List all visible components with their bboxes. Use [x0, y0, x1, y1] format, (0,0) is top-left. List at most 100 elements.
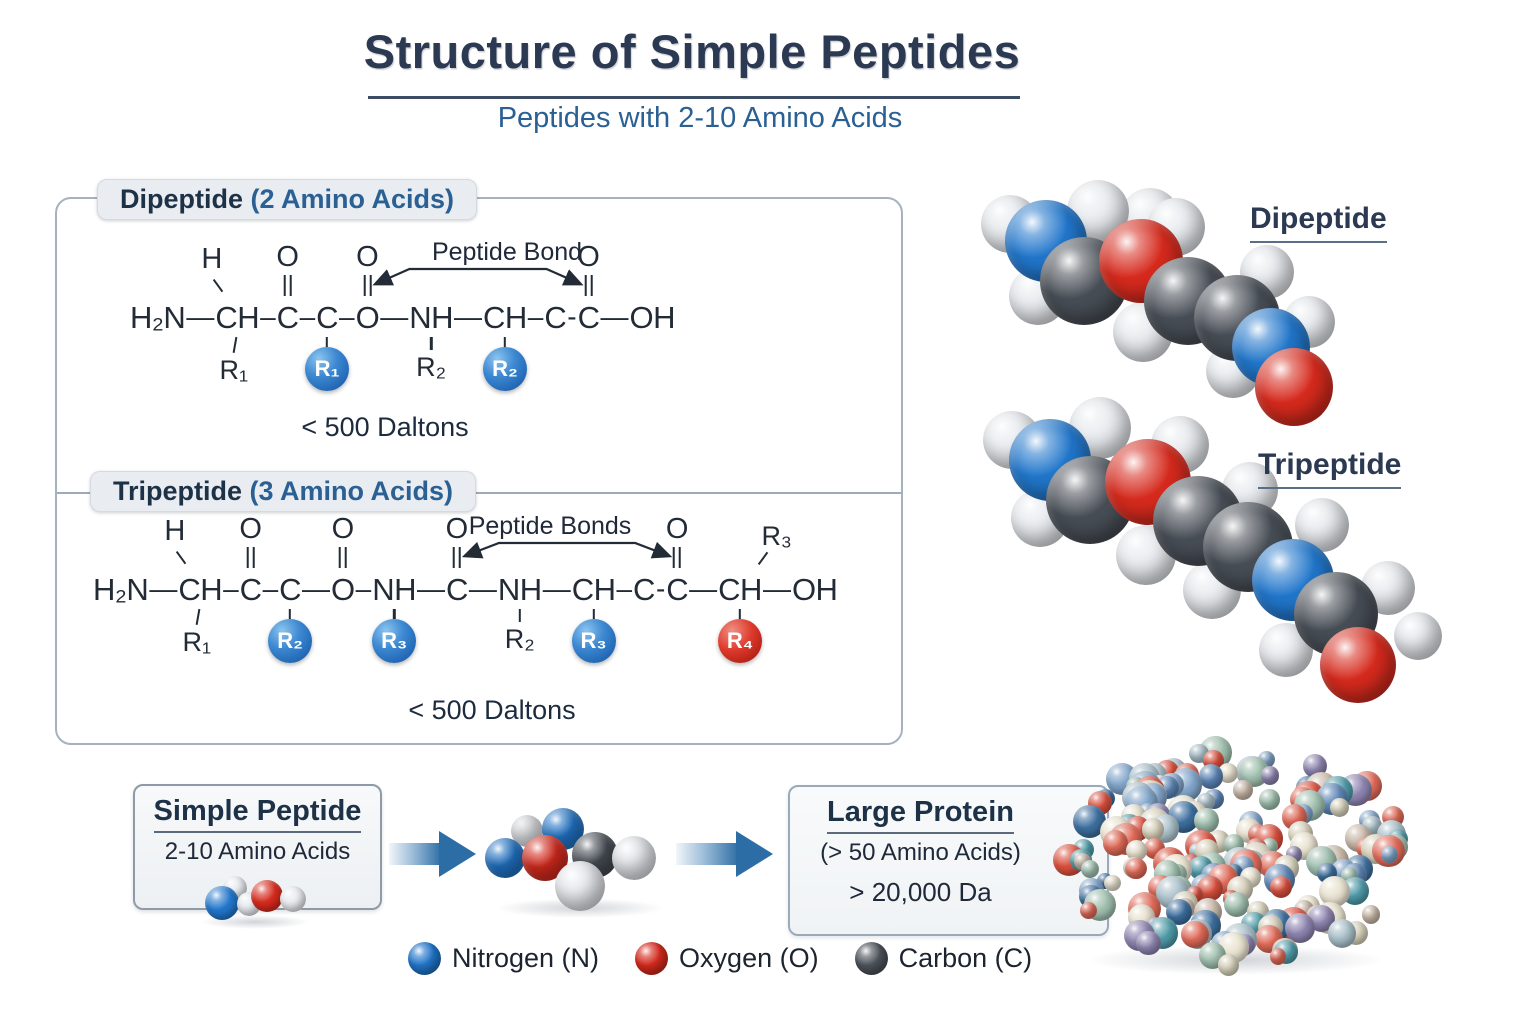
- atom-label: CH: [215, 299, 260, 335]
- bond-tick-icon: [429, 337, 433, 350]
- tripeptide-section-header: Tripeptide (3 Amino Acids): [90, 471, 477, 512]
- r-group-label: R₂: [504, 624, 535, 654]
- bond: –: [527, 301, 544, 332]
- double-bond-icon: [338, 547, 347, 568]
- r-group-label: R₂: [416, 352, 447, 382]
- bond-tick-icon: [392, 609, 396, 619]
- oxygen-label: O: [665, 513, 689, 545]
- atom-unit: H₂N: [130, 296, 186, 338]
- section-divider: [57, 492, 901, 494]
- double-bond-oxygen: O: [276, 243, 299, 296]
- bond-tick-icon: [325, 337, 329, 347]
- hydrogen-sphere-icon: [280, 886, 306, 912]
- double-bond-oxygen: O: [445, 513, 469, 568]
- protein-residue-sphere-icon: [1270, 876, 1293, 899]
- atom-unit: CH R₃ R₄: [718, 521, 792, 663]
- flow-arrow-icon: [389, 831, 489, 877]
- bond: —: [454, 301, 483, 332]
- nitrogen-sphere-icon: [408, 942, 441, 975]
- atom-color-legend: Nitrogen (N) Oxygen (O) Carbon (C): [408, 942, 1032, 975]
- protein-residue-sphere-icon: [1269, 947, 1287, 965]
- r-group-badge: R₃: [372, 619, 417, 663]
- double-bond-icon: [452, 547, 461, 568]
- atom-label: C: [239, 571, 262, 607]
- atom-label: CH: [718, 571, 762, 607]
- tripeptide-mass: < 500 Daltons: [408, 695, 576, 725]
- oxygen-label: O: [356, 241, 379, 273]
- dipeptide-section-title: Dipeptide: [120, 184, 244, 214]
- bond: —: [762, 573, 791, 604]
- atom-label: CH: [483, 299, 527, 335]
- bond: —: [417, 573, 446, 604]
- atom-label: C: [276, 299, 299, 335]
- double-bond-icon: [584, 275, 593, 296]
- nitrogen-sphere-icon: [205, 886, 239, 920]
- double-bond-icon: [673, 547, 682, 568]
- legend-label: Oxygen (O): [679, 943, 819, 973]
- protein-residue-sphere-icon: [1198, 764, 1224, 789]
- protein-residue-sphere-icon: [1217, 954, 1240, 976]
- atom-label: OH: [791, 571, 838, 607]
- bond: –: [299, 301, 316, 332]
- bond: -: [655, 573, 666, 604]
- atom-unit: OH: [792, 568, 838, 610]
- bond: –: [262, 573, 279, 604]
- dipeptide-section-header: Dipeptide (2 Amino Acids): [97, 179, 478, 220]
- atom-label: C: [633, 571, 655, 607]
- atom-label: C: [544, 299, 567, 335]
- protein-residue-sphere-icon: [1260, 765, 1280, 785]
- atom-unit: CH R₂: [482, 296, 527, 391]
- double-bond-oxygen: O: [356, 243, 379, 296]
- double-bond-icon: [283, 275, 292, 296]
- legend-label: Nitrogen (N): [452, 943, 600, 973]
- bond-tick-icon: [518, 609, 521, 622]
- r-group-badge: R₃: [571, 619, 616, 663]
- r-group-label: R₁: [182, 627, 212, 657]
- protein-residue-sphere-icon: [1136, 930, 1161, 956]
- atom-label: H₂N: [130, 299, 186, 335]
- protein-residue-sphere-icon: [1079, 902, 1097, 919]
- nitrogen-sphere-icon: [485, 838, 525, 878]
- bond: —: [186, 301, 215, 332]
- bond-tick-icon: [195, 608, 201, 626]
- oxygen-label: O: [445, 513, 469, 545]
- bond-tick-icon: [232, 336, 238, 354]
- carbon-sphere-icon: [854, 942, 888, 975]
- bond-tick-icon: [288, 609, 292, 619]
- peptide-bond-caption: Peptide Bond: [431, 238, 583, 266]
- bond: —: [542, 573, 571, 604]
- bond: —: [302, 573, 331, 604]
- large-protein-title: Large Protein: [827, 796, 1014, 834]
- bond: —: [689, 573, 718, 604]
- r-group-badge: R₂: [268, 619, 313, 663]
- bond: —: [600, 301, 629, 332]
- protein-residue-sphere-icon: [1361, 905, 1381, 924]
- alpha-hydrogen-label: H: [201, 243, 223, 275]
- tripeptide-model-label: Tripeptide: [1258, 448, 1402, 489]
- protein-residue-sphere-icon: [1103, 830, 1129, 856]
- r-group-badge: R₂: [482, 347, 527, 391]
- double-bond-oxygen: O: [577, 243, 600, 296]
- dipeptide-section-count: (2 Amino Acids): [250, 184, 455, 214]
- atom-unit: H₂N: [93, 568, 149, 610]
- hydrogen-sphere-icon: [612, 836, 656, 880]
- simple-peptide-title: Simple Peptide: [153, 795, 362, 833]
- legend-item-carbon: Carbon (C): [854, 942, 1032, 975]
- oxygen-sphere-icon: [635, 942, 669, 975]
- r-group-badge: R₄: [718, 619, 763, 663]
- legend-item-oxygen: Oxygen (O): [635, 942, 819, 975]
- r-group-label: R₃: [761, 521, 792, 551]
- bond-tick-icon: [738, 609, 742, 619]
- protein-residue-sphere-icon: [1125, 857, 1148, 880]
